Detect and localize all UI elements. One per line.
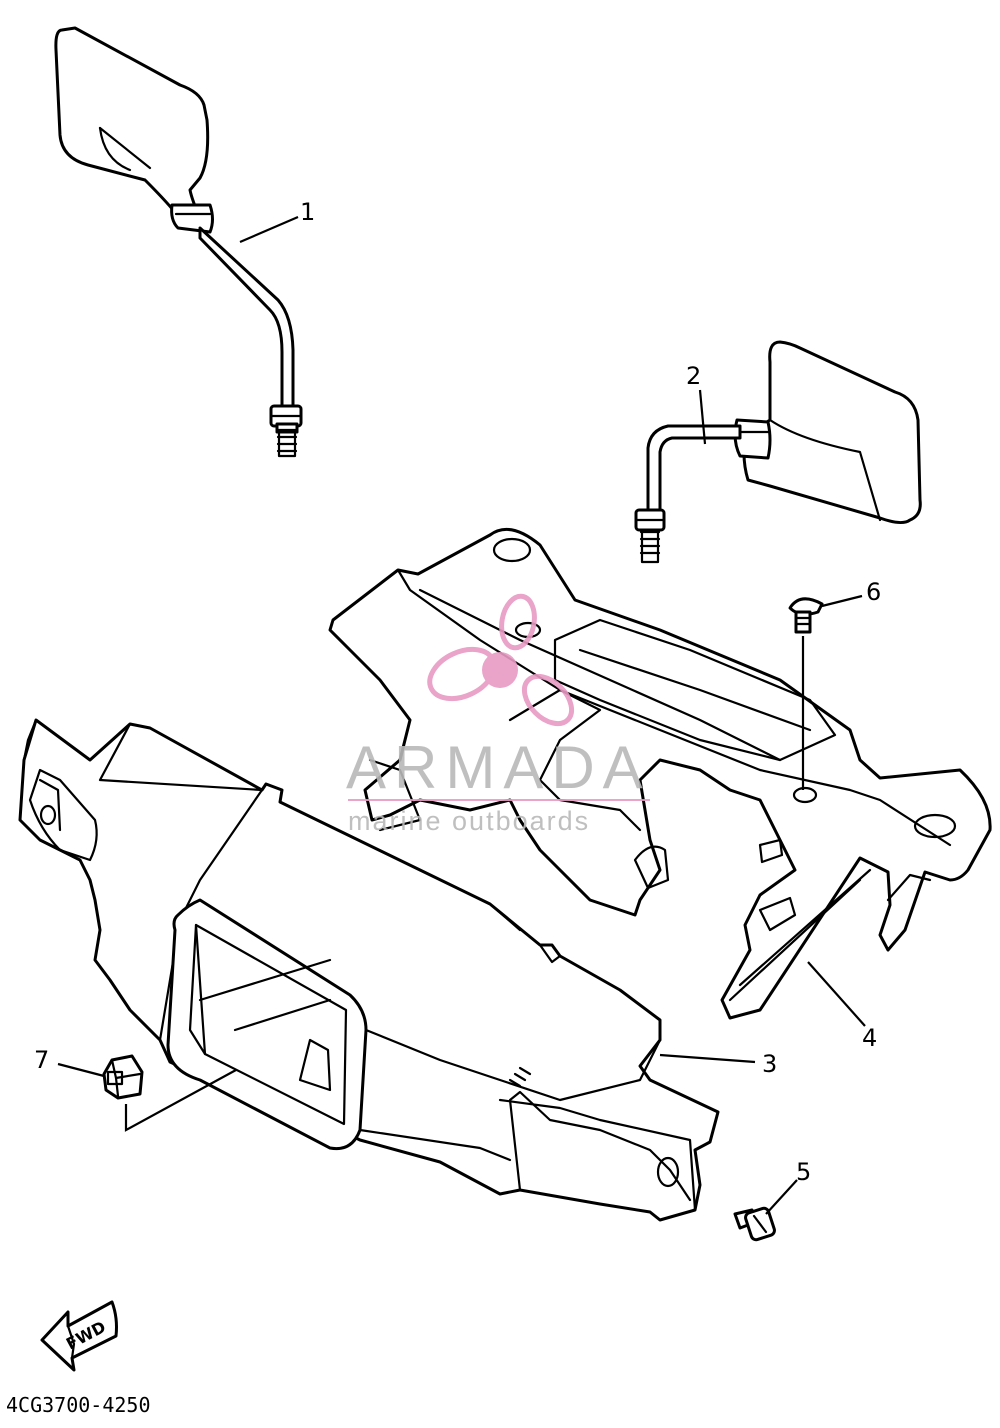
- leader-3: [659, 1053, 756, 1064]
- callout-6: 6: [866, 578, 881, 606]
- watermark-tagline: marine outboards: [348, 806, 590, 836]
- callout-5: 5: [796, 1158, 811, 1186]
- callout-7: 7: [34, 1046, 49, 1074]
- leader-7: [57, 1062, 105, 1078]
- watermark-brand: ARMADA: [346, 734, 651, 801]
- screw-5[interactable]: [733, 1206, 776, 1242]
- leader-1: [239, 215, 299, 244]
- callout-3: 3: [762, 1050, 777, 1078]
- part-code: 4CG3700-4250: [6, 1393, 151, 1417]
- handlebar-upper-cover[interactable]: [328, 527, 992, 1020]
- leader-5: [765, 1179, 798, 1215]
- propeller-logo: [427, 593, 575, 727]
- leader-6: [821, 594, 863, 608]
- left-mirror[interactable]: [54, 26, 303, 458]
- handlebar-front-cover[interactable]: [18, 718, 720, 1222]
- screw-6[interactable]: [788, 597, 824, 634]
- callout-1: 1: [300, 198, 315, 226]
- leader-4: [807, 961, 866, 1027]
- fwd-arrow: FWD: [40, 1300, 118, 1372]
- armada-watermark: ARMADA marine outboards: [346, 593, 651, 836]
- callout-4: 4: [862, 1024, 877, 1052]
- clip-nut-7[interactable]: [102, 1054, 144, 1100]
- leader-7-bracket: [124, 1069, 237, 1132]
- right-mirror[interactable]: [634, 340, 922, 564]
- leader-2: [698, 389, 707, 445]
- callout-2: 2: [686, 362, 701, 390]
